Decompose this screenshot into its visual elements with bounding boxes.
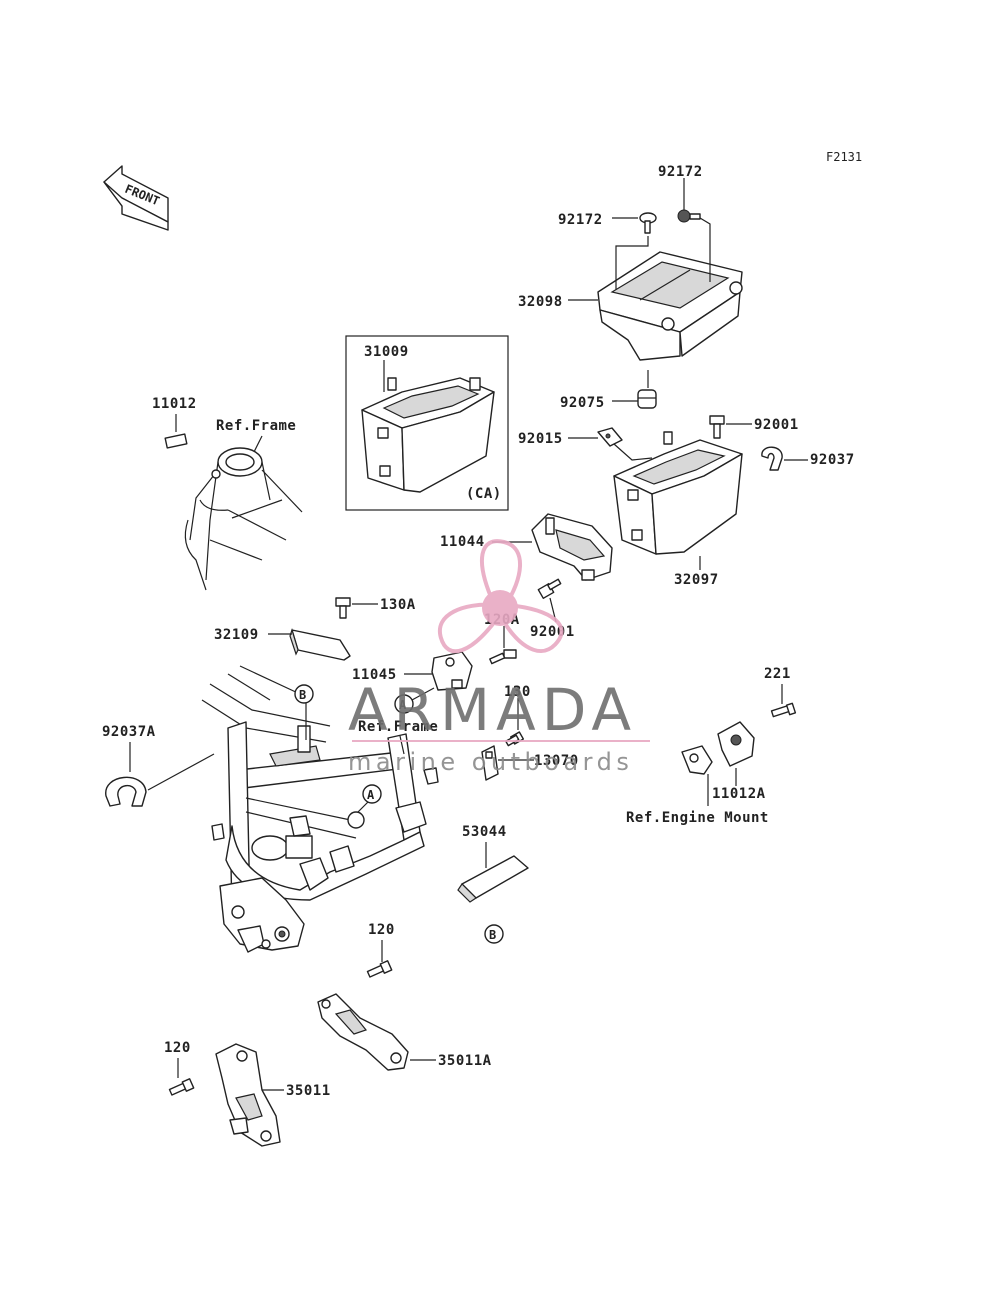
rubber-92075-icon xyxy=(637,389,657,409)
bolt-130A-icon xyxy=(335,597,351,619)
callout-92172-left: 92172 xyxy=(558,212,603,228)
pin-11012-icon xyxy=(164,433,188,449)
callout-32098: 32098 xyxy=(518,294,563,310)
ref-engine-mount-label: Ref.Engine Mount xyxy=(626,810,769,826)
bolt-120-low-icon xyxy=(168,1078,195,1096)
callout-32097: 32097 xyxy=(674,572,719,588)
part-32109-cover xyxy=(289,628,351,661)
armada-watermark: ARMADA marine outboards xyxy=(348,539,650,776)
bolt-120-mid-icon xyxy=(366,960,393,978)
callout-53044: 53044 xyxy=(462,824,507,840)
part-53044-rubber-strip xyxy=(457,855,529,903)
propeller-logo-icon xyxy=(437,539,564,654)
ref-frame-label-2: Ref.Frame xyxy=(358,719,438,735)
frame-head-ref-illustration xyxy=(184,447,303,591)
frame-main-illustration xyxy=(201,665,439,953)
callout-221: 221 xyxy=(764,666,791,682)
callout-120-low: 120 xyxy=(164,1040,191,1056)
callout-13070: 13070 xyxy=(534,753,579,769)
bolt-120A-icon xyxy=(489,649,517,665)
ca-variant-box xyxy=(345,335,509,511)
part-11012A-mount-pad xyxy=(681,721,755,775)
bracket-11044-part xyxy=(531,513,613,581)
part-35011-engine-bracket xyxy=(215,1043,281,1147)
callout-92015: 92015 xyxy=(518,431,563,447)
part-31009-battery-case xyxy=(361,377,495,493)
callout-11045: 11045 xyxy=(352,667,397,683)
watermark-brand: ARMADA xyxy=(348,676,637,744)
watermark-tagline: marine outboards xyxy=(348,748,633,776)
callout-130A: 130A xyxy=(380,597,416,613)
callout-92037A: 92037A xyxy=(102,724,156,740)
clamp-92037A-icon xyxy=(105,776,147,807)
clamp-92037-icon xyxy=(761,446,783,471)
marker-b-frame: B xyxy=(294,684,314,704)
callout-92172-top: 92172 xyxy=(658,164,703,180)
marker-a-frame: A xyxy=(362,784,382,804)
front-arrow-icon: FRONT xyxy=(103,165,169,231)
callout-35011A: 35011A xyxy=(438,1053,492,1069)
callout-130: 130 xyxy=(504,684,531,700)
ca-label: (CA) xyxy=(466,486,502,502)
part-35011A-engine-bracket xyxy=(317,993,409,1071)
callout-11012A: 11012A xyxy=(712,786,766,802)
callout-92075: 92075 xyxy=(560,395,605,411)
callout-35011: 35011 xyxy=(286,1083,331,1099)
callout-120-mid: 120 xyxy=(368,922,395,938)
bolt-92001-mid-icon xyxy=(537,578,562,600)
screw-92172-left-icon xyxy=(639,212,657,234)
marker-a-upper: A xyxy=(394,694,414,714)
svg-text:A: A xyxy=(399,698,407,712)
bolt-221-icon xyxy=(770,702,797,718)
svg-text:B: B xyxy=(299,688,306,702)
marker-b-strip: B xyxy=(484,924,504,944)
svg-text:A: A xyxy=(367,788,375,802)
bolt-92001-top-icon xyxy=(709,415,725,439)
callout-92001-mid: 92001 xyxy=(530,624,575,640)
callout-32109: 32109 xyxy=(214,627,259,643)
clip-92015-icon xyxy=(597,427,623,447)
callout-92001-top: 92001 xyxy=(754,417,799,433)
screw-92172-right-icon xyxy=(677,209,701,223)
bracket-13070-part xyxy=(481,745,499,781)
callout-92037: 92037 xyxy=(810,452,855,468)
callout-11044: 11044 xyxy=(440,534,485,550)
part-32098-battery-cover xyxy=(597,251,743,361)
callout-31009: 31009 xyxy=(364,344,409,360)
figure-code: F2131 xyxy=(826,150,862,164)
callout-11012: 11012 xyxy=(152,396,197,412)
ref-frame-label-1: Ref.Frame xyxy=(216,418,296,434)
part-32097-battery-case xyxy=(613,431,743,555)
svg-text:B: B xyxy=(489,928,496,942)
